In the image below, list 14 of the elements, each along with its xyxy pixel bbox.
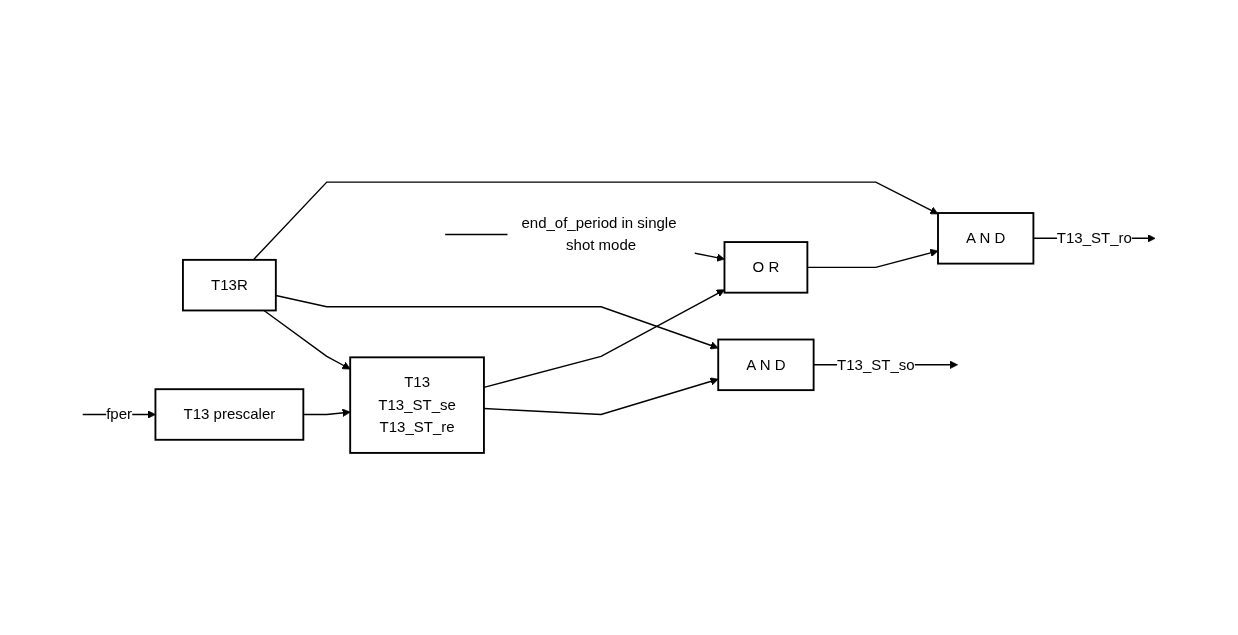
arrow bbox=[275, 294, 719, 350]
arrow bbox=[263, 309, 351, 370]
arrow bbox=[483, 377, 719, 416]
node-box: A N D bbox=[937, 212, 1035, 265]
edge-label: fper bbox=[106, 406, 132, 422]
edge-label: end_of_period in single shot mode bbox=[521, 214, 677, 254]
node-box: T13R bbox=[182, 258, 277, 312]
edge-label: T13_ST_so bbox=[837, 356, 915, 373]
arrow bbox=[483, 289, 725, 389]
node-box: A N D bbox=[717, 338, 815, 392]
node-box: O R bbox=[723, 241, 809, 294]
node-box: T13 T13_ST_se T13_ST_re bbox=[349, 356, 485, 454]
edge-label: T13_ST_ro bbox=[1056, 229, 1132, 246]
node-box: T13 prescaler bbox=[154, 388, 305, 441]
